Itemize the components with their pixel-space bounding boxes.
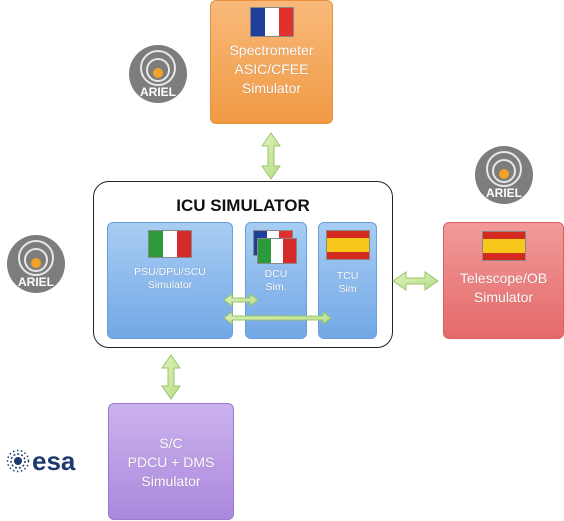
arrow-psu-tcu bbox=[223, 311, 332, 325]
spectrometer-simulator-box: Spectrometer ASIC/CFEE Simulator bbox=[210, 0, 333, 124]
spain-flag-icon-telescope bbox=[481, 231, 526, 261]
icu-simulator-title: ICU SIMULATOR bbox=[176, 196, 310, 215]
tcu-label-line-2: Sim bbox=[338, 283, 357, 295]
ariel-logo-icon-top: ARIEL bbox=[127, 44, 189, 104]
telescope-line-2: Simulator bbox=[473, 289, 534, 305]
sc-pdcu-dms-simulator-box: S/C PDCU + DMS Simulator bbox=[108, 403, 234, 520]
ariel-logo-text: ARIEL bbox=[486, 186, 522, 200]
esa-logo-text: esa bbox=[32, 445, 76, 476]
spain-flag-icon bbox=[325, 230, 370, 260]
esa-logo-icon: esa bbox=[6, 443, 92, 479]
arrow-icu-telescope bbox=[392, 271, 439, 291]
spectrometer-line-1: Spectrometer bbox=[229, 42, 314, 58]
psu-label-line-1: PSU/DPU/SCU bbox=[134, 266, 206, 278]
arrow-psu-dcu bbox=[223, 293, 259, 307]
arrow-spectrometer-icu bbox=[261, 132, 281, 180]
sc-line-2: PDCU + DMS bbox=[127, 454, 215, 470]
sc-line-1: S/C bbox=[159, 435, 183, 451]
dcu-label-line-2: Sim. bbox=[265, 281, 287, 293]
spectrometer-line-3: Simulator bbox=[241, 80, 302, 96]
ariel-logo-icon-left: ARIEL bbox=[5, 234, 67, 294]
dcu-label-line-1: DCU bbox=[264, 268, 288, 280]
france-italy-flag-icon bbox=[253, 230, 299, 264]
ariel-logo-icon-right: ARIEL bbox=[473, 145, 535, 205]
psu-dpu-scu-simulator-box: PSU/DPU/SCU Simulator bbox=[107, 222, 233, 339]
france-flag-icon bbox=[249, 7, 294, 37]
tcu-label-line-1: TCU bbox=[336, 270, 359, 282]
sc-line-3: Simulator bbox=[141, 473, 201, 489]
psu-label-line-2: Simulator bbox=[147, 279, 193, 291]
ariel-logo-text: ARIEL bbox=[140, 85, 176, 99]
spectrometer-line-2: ASIC/CFEE bbox=[234, 61, 309, 77]
ariel-logo-text: ARIEL bbox=[18, 275, 54, 289]
telescope-ob-simulator-box: Telescope/OB Simulator bbox=[443, 222, 564, 339]
telescope-line-1: Telescope/OB bbox=[459, 270, 548, 286]
italy-flag-icon bbox=[148, 230, 192, 258]
arrow-icu-sc bbox=[161, 354, 181, 400]
